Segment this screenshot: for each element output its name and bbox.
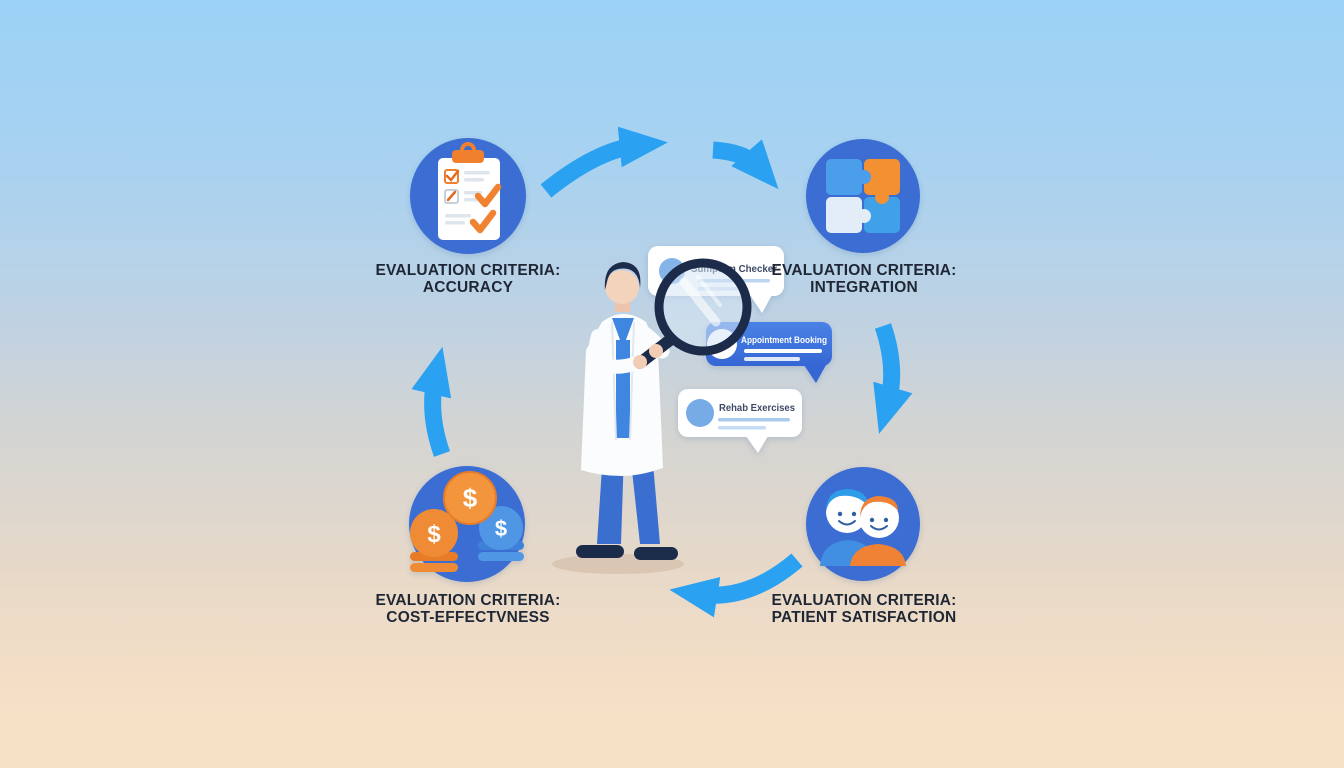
cycle-arrows [411,126,913,618]
doctor-head [605,270,639,304]
bubble-label: Appointment Booking [741,335,827,346]
chat-bubble-rehab-exercises: Rehab Exercises [678,389,802,453]
label-cost-effectiveness: EVALUATION CRITERIA: COST-EFFECTVNESS [338,592,598,626]
node-patient-satisfaction [806,467,920,581]
patients-icon [820,489,906,566]
label-integration: EVALUATION CRITERIA: INTEGRATION [734,262,994,296]
svg-text:$: $ [463,483,478,513]
svg-text:$: $ [495,516,507,541]
label-accuracy: EVALUATION CRITERIA: ACCURACY [338,262,598,296]
label-line1: EVALUATION CRITERIA: [771,262,957,279]
puzzle-pieces-icon [826,159,900,233]
arrow-left-up [411,346,452,457]
checklist-clipboard-icon [438,142,502,240]
label-patient-satisfaction: EVALUATION CRITERIA: PATIENT SATISFACTIO… [734,592,994,626]
arrow-top-right [712,139,779,190]
label-line1: EVALUATION CRITERIA: [375,262,561,279]
label-line2: COST-EFFECTVNESS [386,609,550,626]
doctor-hand [633,355,647,369]
arrow-right-down [873,323,913,434]
node-circle [806,139,920,253]
coins-icon: $ $ $ [410,471,524,572]
doctor-hair [604,262,641,290]
magnifying-glass-icon [633,258,752,369]
node-cost-effectiveness: $ $ $ [409,466,525,582]
node-accuracy [410,138,526,254]
doctor-hand [649,344,663,358]
arrow-bottom-left [669,553,803,618]
label-line2: PATIENT SATISFACTION [771,609,957,626]
label-line1: EVALUATION CRITERIA: [771,592,957,609]
svg-text:$: $ [427,521,441,548]
bubble-label: Rehab Exercises [719,402,795,414]
label-line1: EVALUATION CRITERIA: [375,592,561,609]
arrow-top-left [540,126,668,198]
node-integration [806,139,920,253]
avatar-icon [686,399,714,427]
label-line2: INTEGRATION [810,279,918,296]
label-line2: ACCURACY [422,279,514,296]
